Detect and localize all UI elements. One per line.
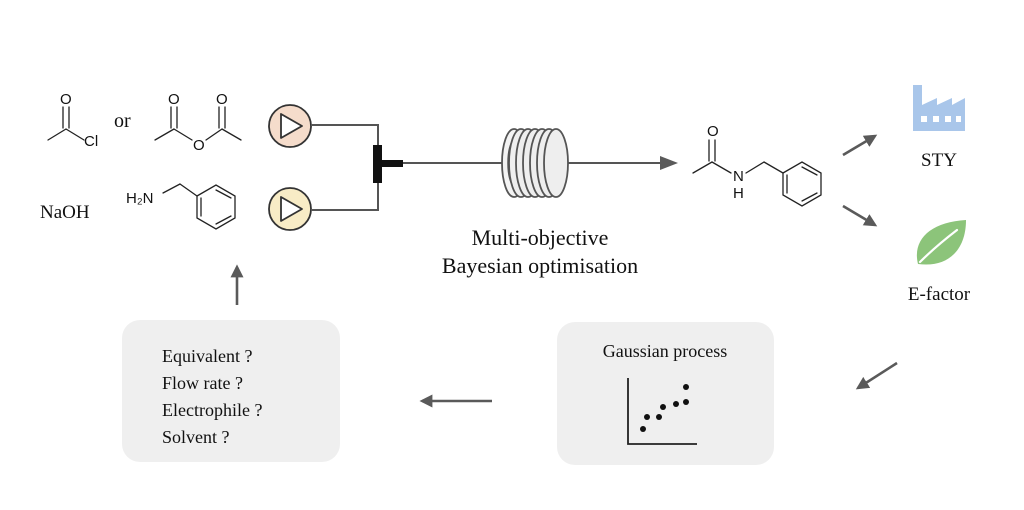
reactor-caption-line1: Multi-objective [472,225,609,250]
reactor-caption-line2: Bayesian optimisation [442,253,638,278]
variable-item: Solvent ? [162,427,230,447]
factory-icon [913,85,965,131]
anhydride-carbonyl-o1: O [168,91,180,108]
acetyl-chloride-structure: O Cl [47,91,98,150]
gp-panel-title: Gaussian process [603,341,727,361]
variables-panel: Equivalent ? Flow rate ? Electrophile ? … [122,320,340,462]
variable-item: Equivalent ? [162,346,252,366]
or-label: or [114,110,131,132]
carbonyl-oxygen-label: O [60,91,72,108]
product-structure: O N H [692,123,822,207]
variable-item: Flow rate ? [162,373,243,393]
amine-nh2-label: H₂N [126,190,154,207]
anhydride-carbonyl-o2: O [216,91,228,108]
variable-item: Electrophile ? [162,400,262,420]
coil-reactor [501,128,569,198]
efactor-label: E-factor [908,284,971,305]
arrow-to-sty [842,134,878,157]
benzylamine-structure: H₂N [126,183,236,230]
anhydride-bridge-oxygen: O [193,137,205,154]
amide-hydrogen-label: H [733,185,744,202]
gaussian-process-panel: Gaussian process [557,322,774,465]
arrow-to-efactor [842,204,878,227]
naoh-label: NaOH [40,202,90,223]
acetic-anhydride-structure: O O O [154,91,242,154]
pump-bottom [268,187,312,231]
sty-label: STY [921,150,957,171]
flow-tubing [311,124,678,211]
arrow-objectives-to-gp [855,361,898,390]
amide-nitrogen-label: N [733,168,744,185]
pump-top [268,104,312,148]
leaf-icon [916,220,966,265]
gp-scatter-plot-icon [627,378,697,445]
product-carbonyl-oxygen: O [707,123,719,140]
chlorine-label: Cl [84,133,98,150]
